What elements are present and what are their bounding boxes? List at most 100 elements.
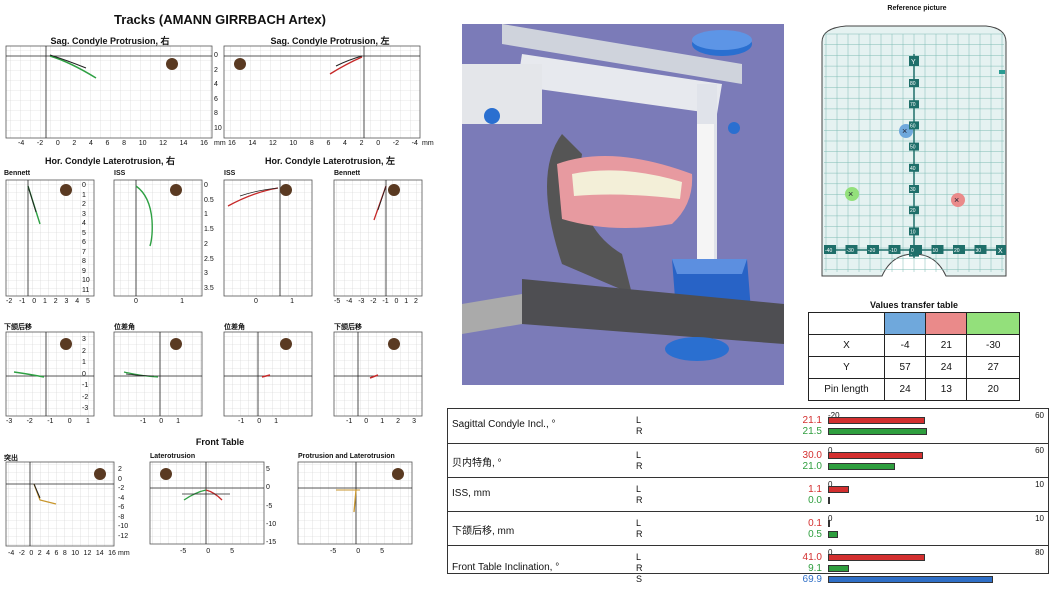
tick-label: -2: [392, 140, 399, 147]
row-value: -4: [883, 334, 927, 357]
row-label: X: [808, 334, 885, 357]
row-label: Y: [808, 356, 885, 379]
articulator-3d-view[interactable]: [462, 24, 784, 385]
track-sag-right: [49, 55, 97, 79]
chart-xiahe-right: [5, 331, 95, 417]
tick-label: 0: [55, 140, 60, 147]
param-value: 69.9: [802, 574, 822, 585]
tick-label: 0: [29, 550, 34, 557]
param-scale-max: 60: [1035, 446, 1044, 455]
ref-x-tick: -30: [847, 248, 854, 254]
values-table-header: [808, 312, 1020, 335]
tick-label: 0: [257, 418, 262, 425]
tick-label: 3.5: [204, 284, 214, 292]
chart-bennett-right: [5, 179, 95, 297]
tick-label: 16: [228, 140, 236, 147]
tick-label: 0: [376, 140, 381, 147]
tick-label: -1: [47, 418, 54, 425]
svg-text:×: ×: [848, 189, 853, 199]
articulator-illustration: [462, 24, 784, 361]
ref-y-tick: 60: [910, 123, 916, 129]
chart-iss-left: [223, 179, 313, 297]
tick-label: 4: [214, 81, 218, 89]
label-bennett-l: Bennett: [334, 170, 361, 177]
sag-right-units: mm: [214, 140, 226, 147]
tick-label: 2: [396, 418, 401, 425]
tick-label: -4: [346, 298, 353, 305]
row-value: 57: [883, 356, 927, 379]
tick-label: 8: [122, 140, 127, 147]
chart-weicha-left: [223, 331, 313, 417]
param-name: ISS, mm: [452, 488, 491, 499]
param-side: R: [636, 426, 643, 436]
tick-label: 5: [86, 298, 90, 305]
ref-x-tick: -40: [825, 248, 832, 254]
ref-y-tick: 20: [910, 208, 916, 214]
tick-label: 5: [230, 548, 234, 555]
param-bar: [828, 428, 927, 435]
row-value: 24: [883, 378, 927, 401]
param-side: L: [636, 450, 642, 460]
param-bar: [828, 520, 830, 527]
tick-label: 0: [159, 418, 164, 425]
tick-label: 3: [82, 336, 86, 343]
param-value: 21.5: [802, 426, 822, 437]
label-weicha-l: 位差角: [224, 324, 245, 331]
tick-label: 4: [46, 550, 51, 557]
param-scale-max: 80: [1035, 548, 1044, 557]
param-bar: [828, 531, 838, 538]
marker-red: [951, 193, 965, 207]
tick-label: 1: [274, 418, 278, 425]
tick-label: 0: [67, 418, 72, 425]
values-row: Y 57 24 27: [808, 356, 1020, 379]
tick-label: 1: [380, 418, 385, 425]
values-row: X -4 21 -30: [808, 334, 1020, 357]
label-tuchu: 突出: [4, 455, 18, 462]
tick-label: 6: [105, 140, 110, 147]
tick-label: -1: [19, 298, 26, 305]
param-value: 21.0: [802, 461, 822, 472]
tick-label: 1: [82, 191, 86, 199]
tick-label: 1: [180, 298, 184, 305]
ref-y-tick: 40: [910, 166, 916, 172]
row-value: 13: [925, 378, 968, 401]
header-green: [966, 312, 1020, 335]
section-front-table: Front Table: [195, 437, 245, 447]
tick-label: -3: [6, 418, 13, 425]
tick-label: -10: [266, 520, 277, 528]
ref-x-tick: -10: [890, 248, 897, 254]
tick-label: 1: [404, 298, 409, 305]
param-side: R: [636, 563, 643, 573]
section-hor-right: Hor. Condyle Laterotrusion, 右: [44, 156, 175, 166]
tick-label: 8: [62, 550, 67, 557]
param-bar: [828, 497, 830, 504]
tick-label: 10: [214, 124, 222, 132]
sag-left-units: mm: [422, 140, 434, 147]
ref-y-tick: 30: [910, 187, 916, 193]
param-side: R: [636, 461, 643, 471]
row-value: -30: [966, 334, 1020, 357]
marker-green: [845, 187, 859, 201]
tick-label: 1: [86, 418, 90, 425]
tick-label: 16: [200, 140, 208, 147]
tick-label: 0: [214, 52, 218, 59]
label-xiahe-l: 下颌后移: [334, 324, 362, 331]
tick-label: -3: [358, 298, 365, 305]
tick-label: 1: [204, 211, 208, 219]
tick-label: 0: [204, 182, 208, 189]
label-xiahe-r: 下颌后移: [4, 324, 32, 331]
param-name: 贝内特角, °: [452, 458, 502, 469]
label-prot-lat: Protrusion and Laterotrusion: [298, 453, 395, 460]
tick-label: 2: [72, 140, 77, 147]
param-scale-min: 0: [828, 548, 833, 557]
